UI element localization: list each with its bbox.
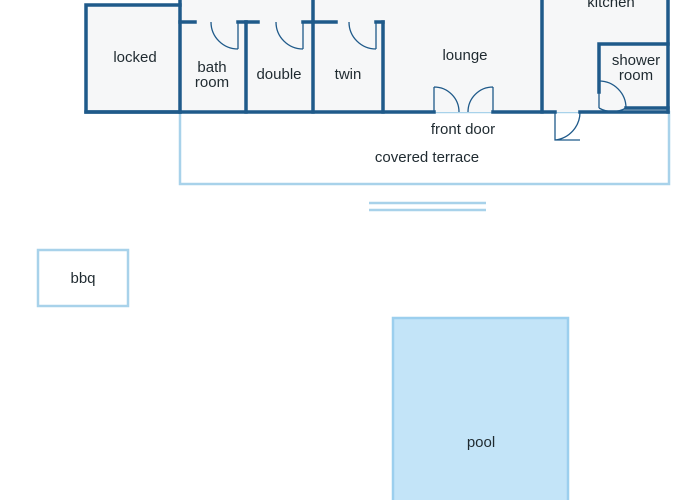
shower-room-label-line2: room <box>619 67 653 84</box>
shower-room-door <box>598 80 627 113</box>
double-room-fill <box>246 0 313 112</box>
front-door-right <box>467 86 494 113</box>
twin-room-label: twin <box>335 66 362 83</box>
covered-terrace-area <box>178 110 671 186</box>
doors <box>210 21 627 141</box>
kitchen-fill <box>542 0 668 112</box>
shower-room-label-line1: shower <box>612 52 660 69</box>
house-interior <box>86 0 668 112</box>
bathroom-fill <box>180 0 246 112</box>
lounge-label: lounge <box>442 47 487 64</box>
bbq-label: bbq <box>70 270 95 287</box>
terrace-steps <box>369 201 486 212</box>
double-room-door <box>275 21 304 50</box>
shower-room-wall <box>597 42 670 94</box>
bbq-area <box>36 248 130 308</box>
twin-room-door <box>348 21 377 50</box>
twin-room-fill <box>313 0 383 112</box>
lounge-fill <box>383 0 542 112</box>
kitchen-door <box>554 111 581 141</box>
double-room-label: double <box>256 66 301 83</box>
bathroom-door <box>210 21 239 50</box>
house-walls <box>84 0 670 114</box>
front-door-label: front door <box>431 121 495 138</box>
covered-terrace-label: covered terrace <box>375 149 479 166</box>
locked-room-label: locked <box>113 49 156 66</box>
bathroom-label-line1: bath <box>197 59 226 76</box>
pool <box>391 316 570 500</box>
bathroom-label-line2: room <box>195 74 229 91</box>
locked-room-fill <box>86 5 180 112</box>
front-door-left <box>433 86 460 113</box>
pool-label: pool <box>467 434 495 451</box>
kitchen-label: kitchen <box>587 0 635 11</box>
